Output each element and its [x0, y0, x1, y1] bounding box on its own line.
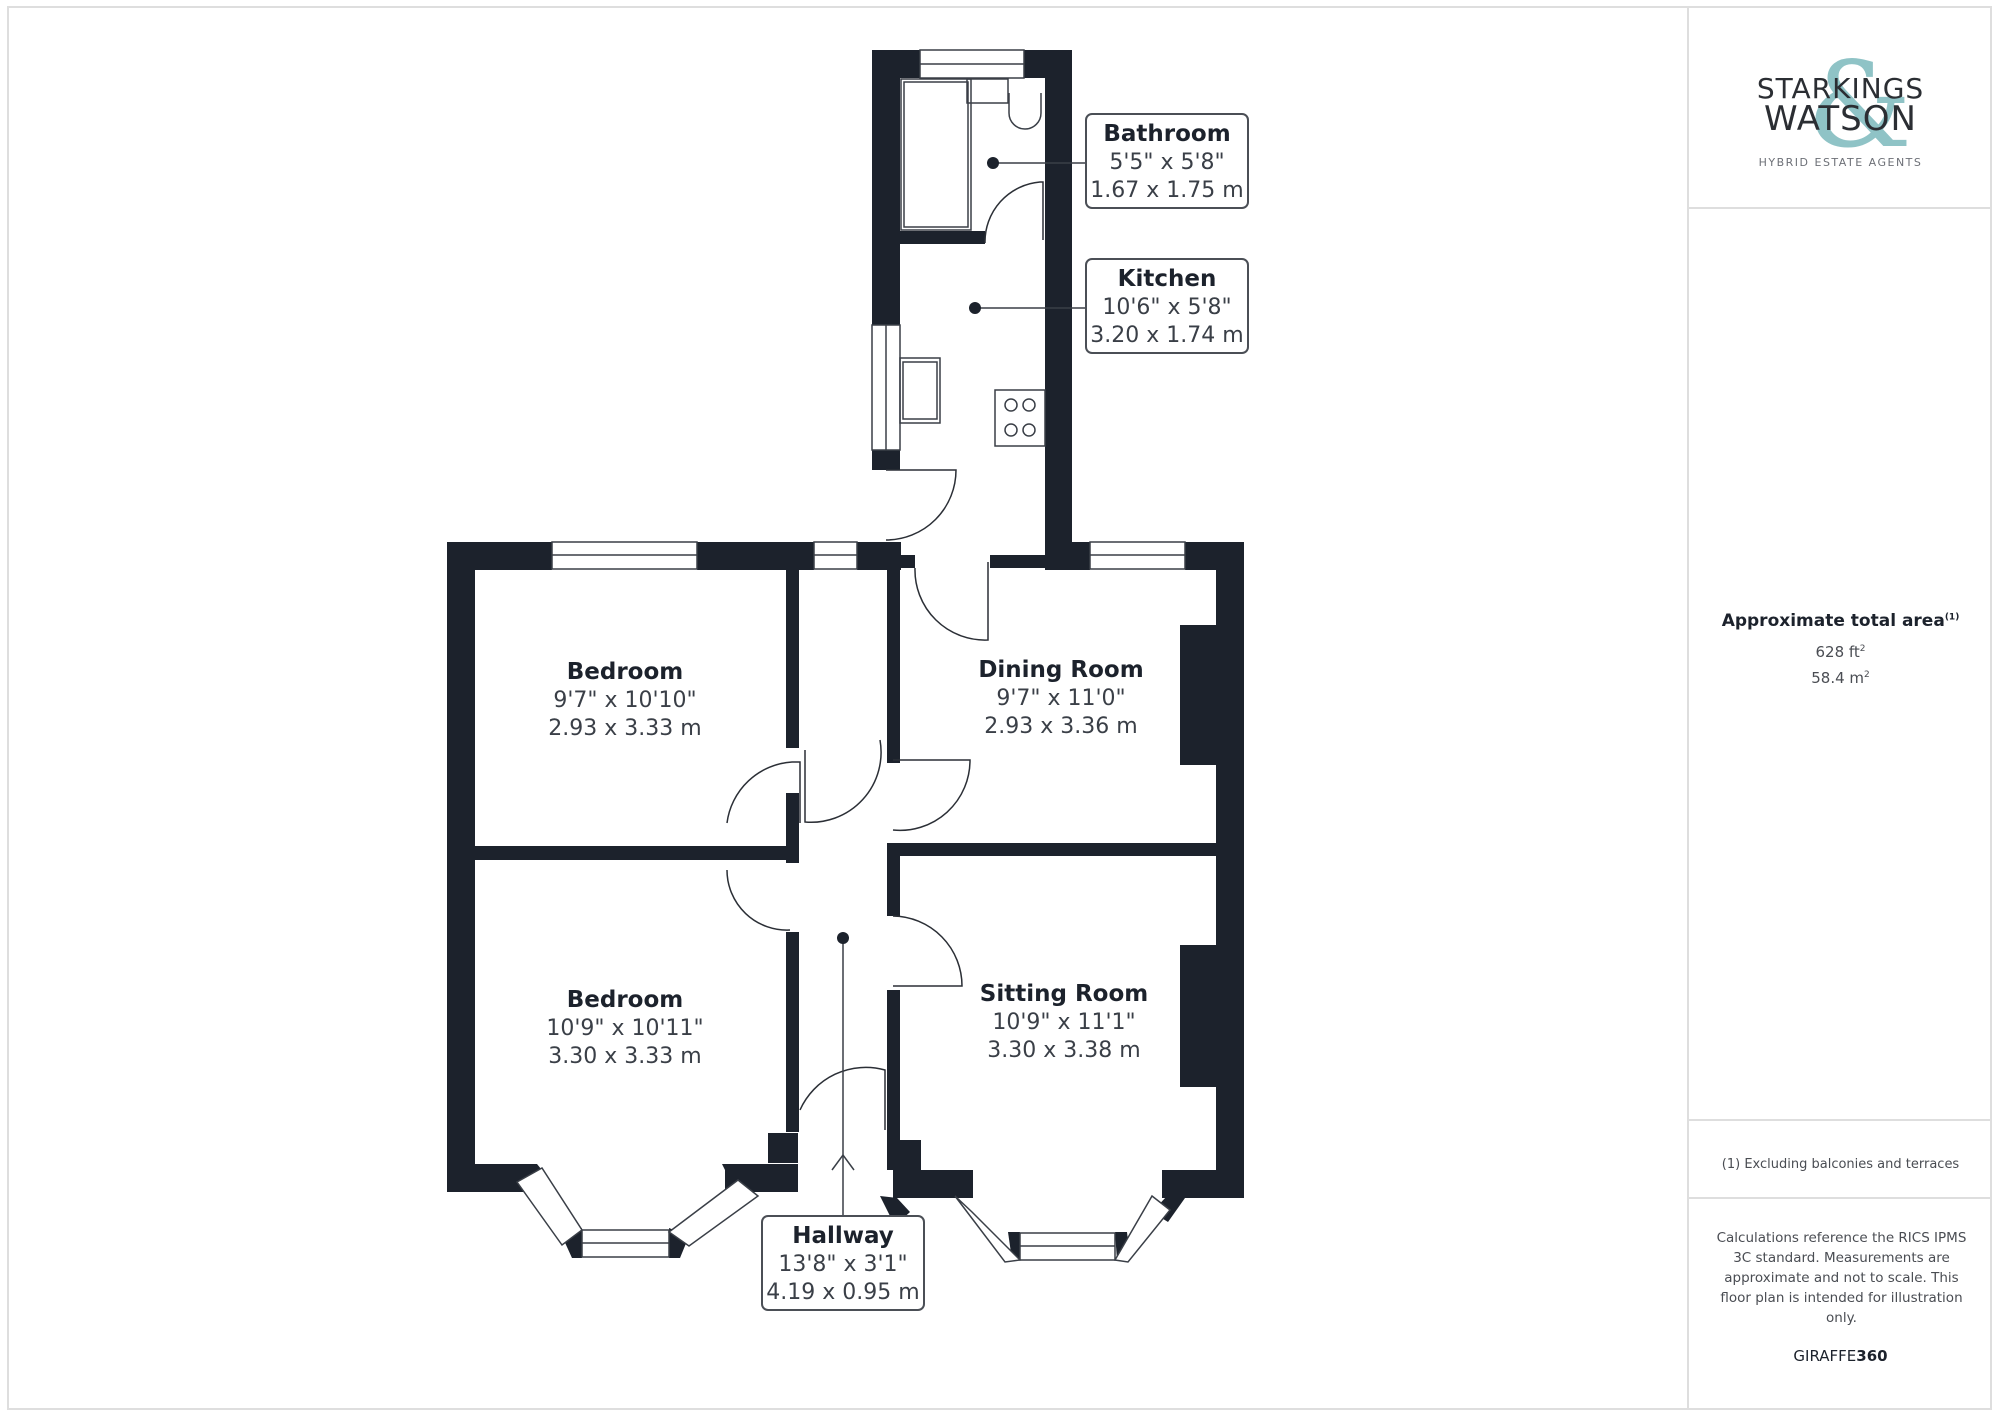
ampersand-mark: & [1807, 36, 1913, 174]
room-label-bedroom-2: Bedroom 10'9" x 10'11" 3.30 x 3.33 m [546, 986, 703, 1071]
logo-line-2: WATSON [1764, 99, 1917, 139]
footnote-text: (1) Excluding balconies and terraces [1721, 1157, 1960, 1172]
floor-plan: Bedroom 9'7" x 10'10" 2.93 x 3.33 m Dini… [447, 49, 1249, 1311]
room-name: Bedroom [566, 987, 684, 1013]
logo-tagline: HYBRID ESTATE AGENTS [1758, 156, 1923, 169]
bathroom-sink [966, 78, 1009, 104]
room-name: Sitting Room [979, 981, 1149, 1007]
room-name: Kitchen [1117, 266, 1217, 292]
toilet [1008, 93, 1042, 130]
room-dimensions-imperial: 5'5" x 5'8" [1109, 150, 1225, 175]
room-dimensions-imperial: 9'7" x 11'0" [996, 686, 1126, 711]
room-dimensions-imperial: 10'9" x 11'1" [992, 1010, 1136, 1035]
kitchen-sink [899, 357, 941, 424]
hob [994, 389, 1046, 447]
area-sqft: 628 ft2 [1815, 643, 1866, 661]
callout-bathroom: Bathroom 5'5" x 5'8" 1.67 x 1.75 m [1085, 113, 1249, 209]
area-title: Approximate total area(1) [1721, 611, 1960, 631]
callout-hallway: Hallway 13'8" x 3'1" 4.19 x 0.95 m [761, 1215, 925, 1311]
doors [726, 181, 1044, 1130]
brand-giraffe360: GIRAFFE360 [1793, 1347, 1888, 1365]
callout-kitchen: Kitchen 10'6" x 5'8" 3.20 x 1.74 m [1085, 258, 1249, 354]
room-label-dining-room: Dining Room 9'7" x 11'0" 2.93 x 3.36 m [978, 656, 1143, 741]
room-dimensions-metric: 2.93 x 3.33 m [548, 716, 702, 741]
room-name: Bedroom [566, 659, 684, 685]
room-dimensions-metric: 1.67 x 1.75 m [1090, 178, 1244, 203]
floor-plan-drawing [447, 49, 1244, 1263]
disclaimer-text: Calculations reference the RICS IPMS 3C … [1716, 1230, 1967, 1326]
area-section: Approximate total area(1) 628 ft2 58.4 m… [1689, 209, 1992, 1121]
room-dimensions-metric: 3.20 x 1.74 m [1090, 323, 1244, 348]
room-dimensions-imperial: 9'7" x 10'10" [553, 688, 697, 713]
total-area: Approximate total area(1) 628 ft2 58.4 m… [1689, 611, 1992, 687]
room-label-sitting-room: Sitting Room 10'9" x 11'1" 3.30 x 3.38 m [980, 980, 1148, 1065]
windows [515, 49, 1186, 1263]
room-label-bedroom-1: Bedroom 9'7" x 10'10" 2.93 x 3.33 m [548, 658, 701, 743]
agency-logo: & STARKINGS WATSON HYBRID ESTATE AGENTS [1689, 6, 1992, 209]
bathtub [900, 78, 972, 231]
room-dimensions-metric: 4.19 x 0.95 m [766, 1280, 920, 1305]
label-leaders [831, 162, 1085, 1215]
room-dimensions-imperial: 10'6" x 5'8" [1102, 295, 1232, 320]
room-name: Hallway [792, 1223, 894, 1249]
room-dimensions-metric: 3.30 x 3.38 m [987, 1038, 1141, 1063]
page-frame [7, 6, 1992, 1410]
logo-section: & STARKINGS WATSON HYBRID ESTATE AGENTS [1689, 6, 1992, 209]
logo-line-1: STARKINGS [1756, 72, 1925, 105]
fixtures [899, 78, 1046, 447]
label-dots [837, 157, 999, 944]
room-name: Bathroom [1103, 121, 1231, 147]
area-sqm: 58.4 m2 [1811, 669, 1870, 687]
footnote-section: (1) Excluding balconies and terraces [1689, 1121, 1992, 1199]
info-sidebar: & STARKINGS WATSON HYBRID ESTATE AGENTS … [1687, 6, 1992, 1410]
room-name: Dining Room [978, 657, 1144, 683]
room-dimensions-imperial: 10'9" x 10'11" [546, 1016, 704, 1041]
room-dimensions-metric: 2.93 x 3.36 m [984, 714, 1138, 739]
walls [447, 50, 1244, 1260]
room-dimensions-imperial: 13'8" x 3'1" [778, 1252, 908, 1277]
room-dimensions-metric: 3.30 x 3.33 m [548, 1044, 702, 1069]
